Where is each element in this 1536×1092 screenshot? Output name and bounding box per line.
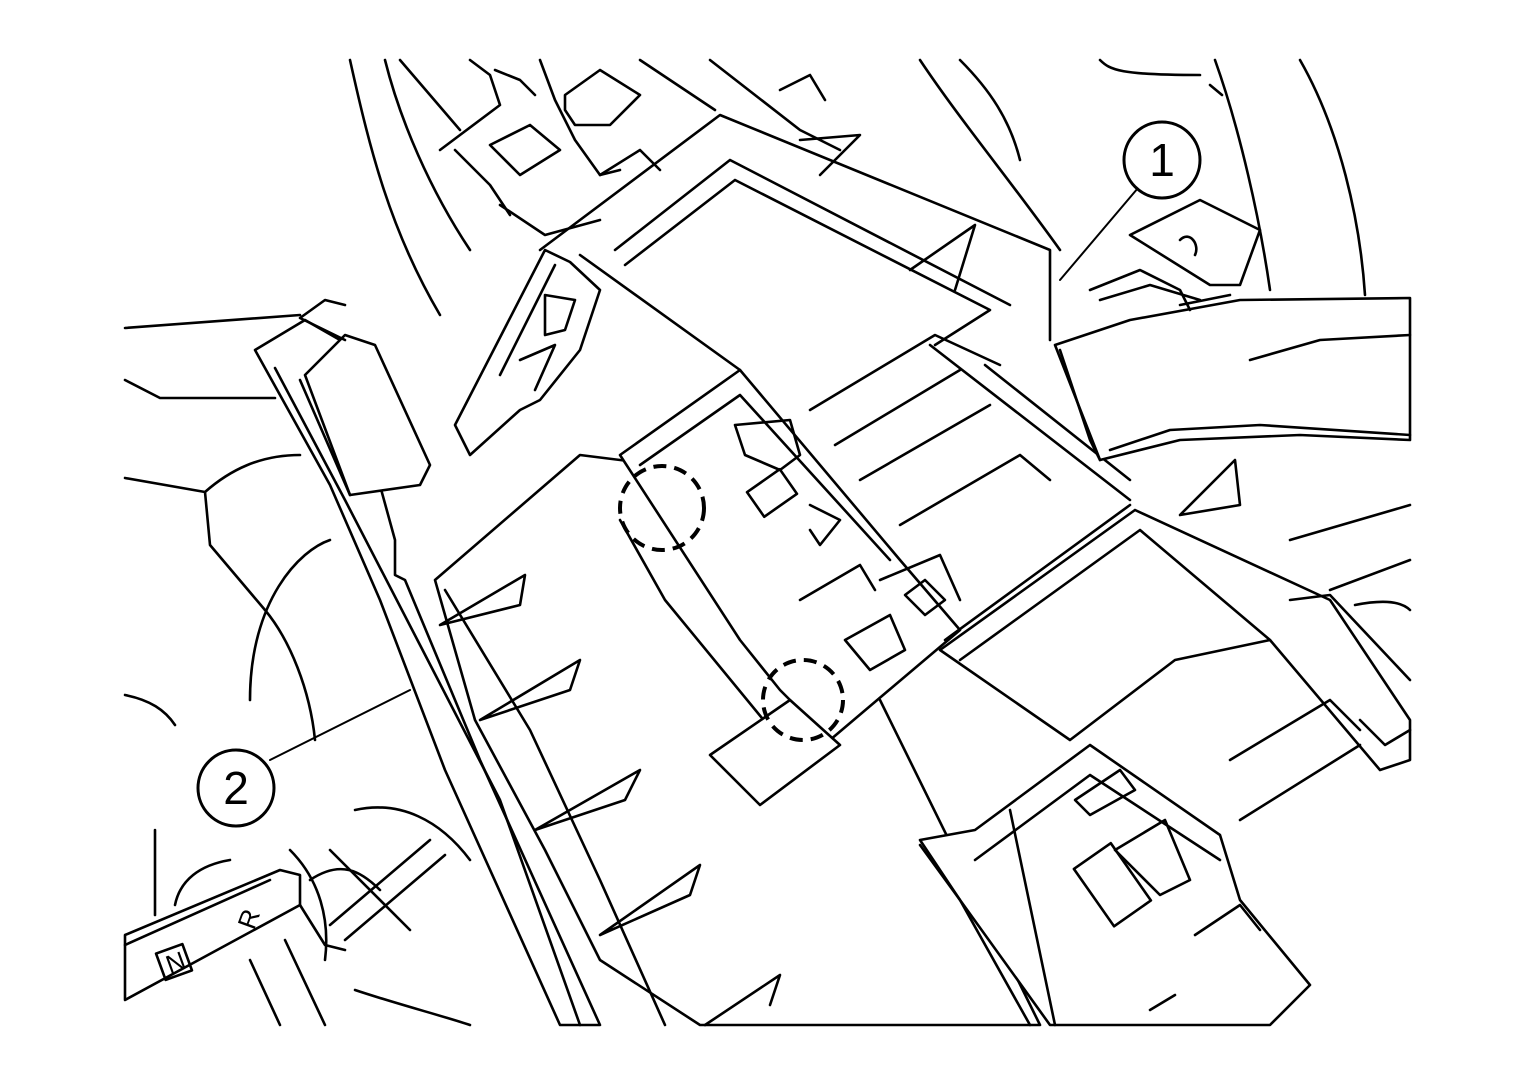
detail-markers [618, 464, 845, 742]
leader-line-2 [269, 689, 411, 761]
callout-number-1: 1 [1149, 134, 1175, 186]
upper-clips [438, 58, 662, 237]
bottom-connector [918, 698, 1362, 1027]
dashed-detail-circle-lower [761, 658, 845, 742]
callout-circle-2 [196, 748, 276, 828]
main-bracket [538, 58, 1132, 527]
callout-2: 2 [196, 748, 276, 828]
long-rod [253, 298, 602, 1027]
right-module [938, 458, 1412, 772]
shift-lever-area [123, 806, 472, 1027]
dashed-detail-circle-upper [618, 464, 706, 552]
callout-circle-1 [1122, 120, 1202, 200]
callout-1: 1 [1122, 120, 1202, 200]
wire-harness [1053, 198, 1412, 462]
callout-number-2: 2 [223, 762, 249, 814]
leader-line-1 [1059, 187, 1139, 281]
background-frame [123, 58, 1367, 917]
latch-tab [453, 248, 602, 457]
center-clip [618, 368, 962, 807]
